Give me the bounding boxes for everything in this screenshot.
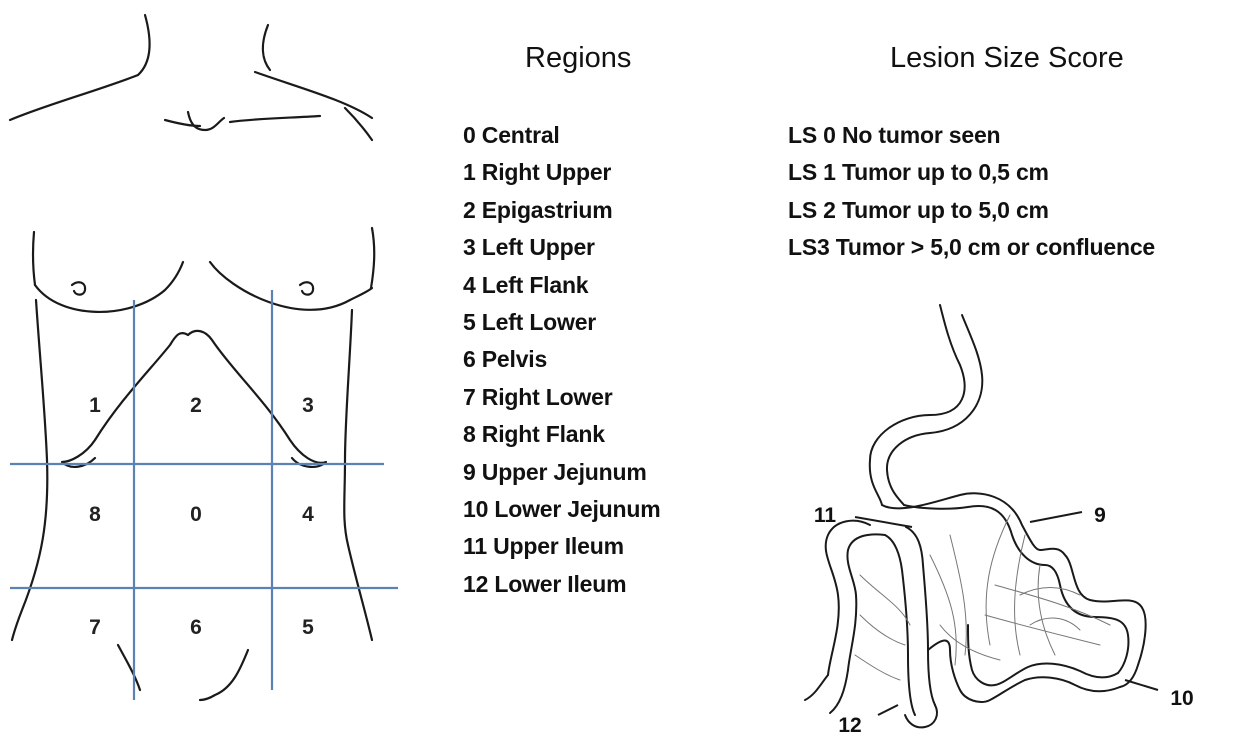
region-item-4: 4 Left Flank xyxy=(463,267,660,304)
regions-list: 0 Central 1 Right Upper 2 Epigastrium 3 … xyxy=(463,117,660,603)
bowel-segment-label: 9 xyxy=(1094,504,1106,527)
region-item-8: 8 Right Flank xyxy=(463,416,660,453)
abdomen-region-diagram: 1 2 3 8 0 4 7 6 5 xyxy=(0,0,420,736)
torso-region-label: 7 xyxy=(89,616,101,639)
region-item-0: 0 Central xyxy=(463,117,660,154)
region-grid-lines xyxy=(10,290,398,700)
torso-region-label: 4 xyxy=(302,503,314,526)
lesion-score-item-1: LS 1 Tumor up to 0,5 cm xyxy=(788,154,1155,191)
lesion-score-item-3: LS3 Tumor > 5,0 cm or confluence xyxy=(788,229,1155,266)
torso-region-label: 2 xyxy=(190,394,202,417)
mesentery-vessels xyxy=(855,515,1110,680)
lesion-size-score-heading: Lesion Size Score xyxy=(890,42,1124,75)
region-item-2: 2 Epigastrium xyxy=(463,192,660,229)
region-item-11: 11 Upper Ileum xyxy=(463,528,660,565)
region-item-9: 9 Upper Jejunum xyxy=(463,454,660,491)
torso-region-label: 1 xyxy=(89,394,101,417)
region-item-10: 10 Lower Jejunum xyxy=(463,491,660,528)
region-item-7: 7 Right Lower xyxy=(463,379,660,416)
torso-region-label: 0 xyxy=(190,503,202,526)
region-item-12: 12 Lower Ileum xyxy=(463,566,660,603)
bowel-segment-label: 12 xyxy=(838,714,861,736)
region-item-1: 1 Right Upper xyxy=(463,154,660,191)
torso-region-labels: 1 2 3 8 0 4 7 6 5 xyxy=(89,394,314,639)
region-item-5: 5 Left Lower xyxy=(463,304,660,341)
region-item-6: 6 Pelvis xyxy=(463,341,660,378)
small-bowel-diagram: 11 9 12 10 xyxy=(790,295,1235,736)
torso-region-label: 3 xyxy=(302,394,314,417)
lesion-score-item-2: LS 2 Tumor up to 5,0 cm xyxy=(788,192,1155,229)
label-pointer-lines xyxy=(855,512,1158,715)
region-item-3: 3 Left Upper xyxy=(463,229,660,266)
lesion-size-score-list: LS 0 No tumor seen LS 1 Tumor up to 0,5 … xyxy=(788,117,1155,267)
torso-region-label: 6 xyxy=(190,616,202,639)
lesion-score-item-0: LS 0 No tumor seen xyxy=(788,117,1155,154)
torso-region-label: 5 xyxy=(302,616,314,639)
regions-heading: Regions xyxy=(525,42,631,75)
bowel-segment-label: 11 xyxy=(814,504,837,527)
body-outline xyxy=(10,15,374,700)
torso-region-label: 8 xyxy=(89,503,101,526)
bowel-segment-label: 10 xyxy=(1170,687,1193,710)
